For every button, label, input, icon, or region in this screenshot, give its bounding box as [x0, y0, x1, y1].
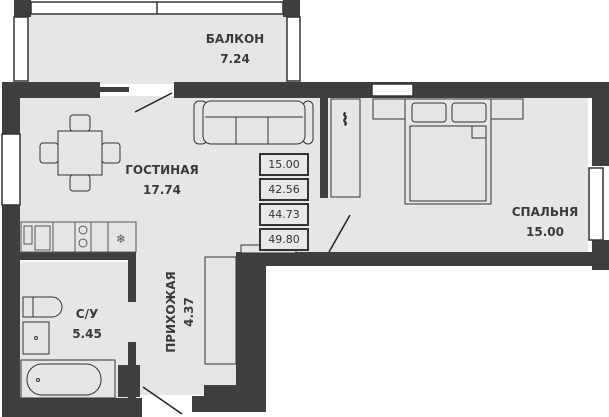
room-label-bathroom: С/У 5.45 [62, 306, 112, 342]
room-name: С/У [75, 307, 99, 321]
room-label-balcony: БАЛКОН 7.24 [200, 31, 270, 67]
bed [372, 98, 524, 205]
room-area: 7.24 [220, 52, 250, 66]
area-summary-cell: 44.73 [259, 203, 309, 226]
windows [1, 83, 604, 241]
room-name: БАЛКОН [205, 32, 265, 46]
svg-text:⌇: ⌇ [341, 110, 349, 129]
area-summary-table: 15.00 42.56 44.73 49.80 [259, 153, 309, 253]
dining-table [39, 114, 121, 192]
area-summary-cell: 42.56 [259, 178, 309, 201]
room-label-living: ГОСТИНАЯ 17.74 [122, 162, 202, 198]
room-area: 5.45 [72, 327, 102, 341]
area-summary-cell: 15.00 [259, 153, 309, 176]
bath-fixtures [20, 296, 116, 399]
room-label-bedroom: СПАЛЬНЯ 15.00 [505, 204, 585, 240]
room-label-hallway: ПРИХОЖАЯ 4.37 [163, 267, 197, 357]
room-area: 17.74 [143, 183, 181, 197]
wardrobe-living: ⌇ [330, 98, 361, 198]
sofa [193, 100, 314, 145]
wardrobe-hallway [204, 244, 297, 365]
area-summary-cell: 49.80 [259, 228, 309, 251]
room-name: СПАЛЬНЯ [511, 205, 579, 219]
balcony-floor [28, 14, 290, 84]
room-name: ПРИХОЖАЯ [164, 271, 178, 353]
balcony-frame [13, 0, 301, 82]
snowflake-icon: ❄ [116, 232, 126, 246]
doors [134, 92, 351, 415]
room-name: ГОСТИНАЯ [125, 163, 199, 177]
kitchen-counter: ❄ [20, 221, 137, 253]
room-area: 4.37 [182, 297, 196, 327]
room-area: 15.00 [526, 225, 564, 239]
